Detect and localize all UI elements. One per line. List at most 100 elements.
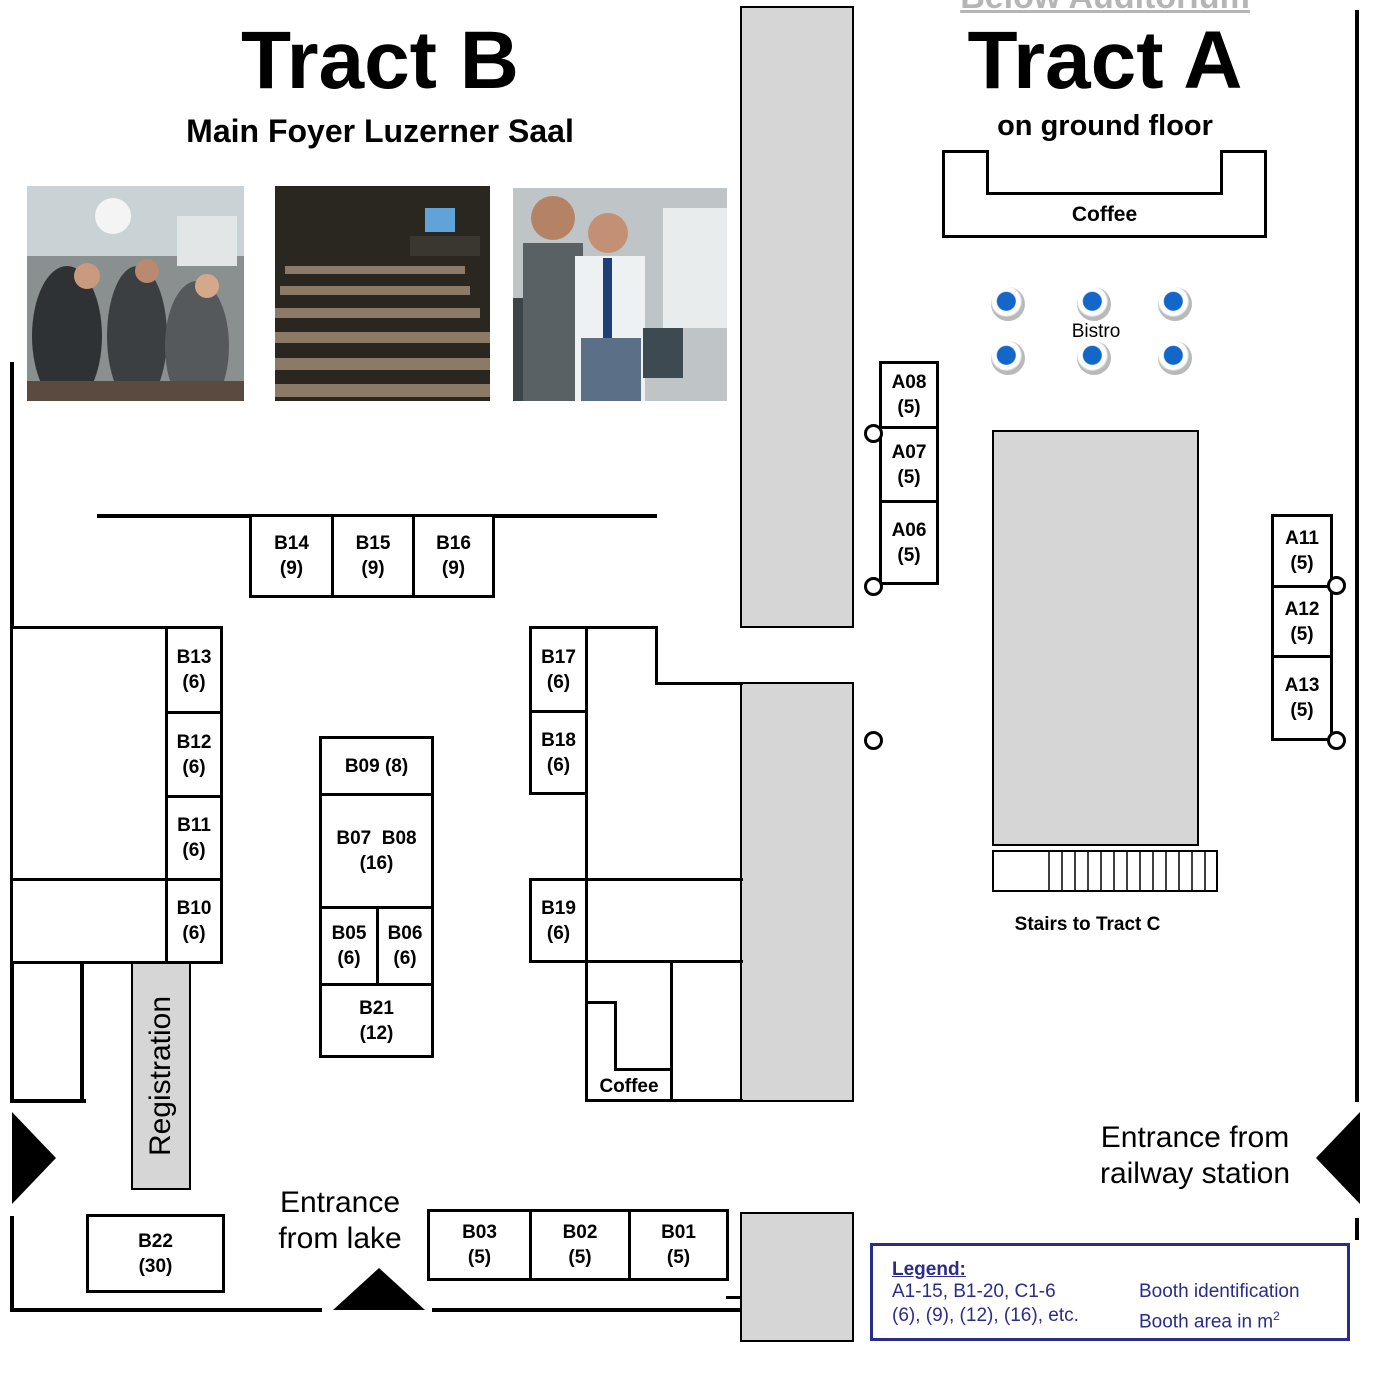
- booth-area: (12): [359, 1022, 394, 1044]
- entrance-lake-arrow[interactable]: [333, 1268, 425, 1310]
- coffee-counter: Coffee: [986, 192, 1223, 238]
- booth-id: B14: [274, 533, 309, 554]
- booth-B12[interactable]: B12 (6): [165, 711, 223, 798]
- booth-id: A12: [1284, 598, 1320, 620]
- booth-area: (5): [568, 1247, 592, 1268]
- booth-id: B12: [176, 731, 212, 753]
- booth-area: (9): [441, 558, 466, 579]
- coffee-step-3: [614, 1068, 672, 1071]
- booth-area: (30): [138, 1255, 173, 1277]
- booth-B22[interactable]: B22 (30): [86, 1214, 225, 1293]
- entrance-right-arrow[interactable]: [1316, 1112, 1360, 1204]
- tract-b-title: Tract B: [241, 15, 519, 106]
- booth-id: B03: [462, 1222, 497, 1243]
- booth-B17[interactable]: B17 (6): [529, 626, 588, 713]
- booth-id: B09 (8): [344, 755, 409, 777]
- coffee-counter-right: [1220, 150, 1267, 238]
- booth-area: (5): [897, 397, 921, 418]
- booth-B05[interactable]: B05 (6): [319, 906, 379, 986]
- booth-area: (6): [546, 754, 571, 776]
- booth-id: B10: [176, 898, 212, 919]
- booth-id: B11: [177, 815, 211, 836]
- booth-B13[interactable]: B13 (6): [165, 626, 223, 714]
- booth-A07[interactable]: A07 (5): [879, 426, 939, 503]
- booth-B01[interactable]: B01 (5): [628, 1209, 729, 1281]
- right-wall-lower: [1355, 1218, 1359, 1240]
- booth-B07-B08[interactable]: B07 B08 (16): [319, 793, 434, 909]
- booth-B06[interactable]: B06 (6): [376, 906, 434, 986]
- booth-id: B16: [436, 533, 471, 554]
- column-marker: [1327, 576, 1346, 595]
- booth-A06[interactable]: A06 (5): [879, 500, 939, 585]
- bistro-table-2: [1077, 287, 1111, 321]
- column-marker: [864, 577, 883, 596]
- booth-id: B13: [176, 647, 212, 668]
- entrance-railway-label: Entrance from railway station: [1099, 1121, 1291, 1190]
- booth-area: (5): [467, 1247, 492, 1268]
- booth-B19[interactable]: B19 (6): [529, 878, 588, 963]
- atrium-void: [992, 430, 1199, 846]
- legend-desc: Booth identification: [1139, 1281, 1300, 1302]
- booth-id: A08: [891, 372, 927, 393]
- left-corridor-wall: [80, 961, 84, 1101]
- bistro-label: Bistro: [1071, 321, 1121, 342]
- entrance-left-arrow[interactable]: [12, 1112, 56, 1204]
- booth-area: (5): [1290, 553, 1314, 574]
- booth-B09[interactable]: B09 (8): [319, 736, 434, 796]
- booth-id: A11: [1285, 528, 1319, 549]
- tract-b-subtitle: Main Foyer Luzerner Saal: [186, 113, 574, 149]
- registration-label: Registration: [144, 995, 177, 1157]
- booth-A08[interactable]: A08 (5): [879, 361, 939, 429]
- booth-id: A06: [891, 519, 927, 541]
- inner-wall-f: [585, 960, 743, 963]
- booth-B16[interactable]: B16 (9): [412, 514, 495, 598]
- inner-wall-a: [586, 626, 658, 629]
- top-link[interactable]: Below Auditorium: [935, 0, 1275, 14]
- b01-ledge: [726, 1296, 742, 1299]
- booth-B03[interactable]: B03 (5): [427, 1209, 532, 1281]
- auditorium-photo: [275, 186, 490, 401]
- inner-wall-d: [585, 626, 588, 1102]
- booth-A13[interactable]: A13 (5): [1271, 655, 1333, 741]
- booth-B02[interactable]: B02 (5): [529, 1209, 631, 1281]
- booth-area: (5): [1290, 623, 1314, 645]
- exhibition-crowd-photo: [27, 186, 244, 401]
- booth-area: (16): [359, 853, 394, 874]
- booth-A12[interactable]: A12 (5): [1271, 585, 1333, 658]
- booth-id: B15: [355, 533, 391, 554]
- central-pillar-lower: [740, 682, 854, 1102]
- inner-wall-c: [655, 682, 743, 685]
- legend-title: Legend:: [892, 1259, 966, 1280]
- booth-area: (6): [393, 948, 417, 969]
- booth-id: A07: [891, 441, 927, 463]
- legend-desc-sup: 2: [1273, 1309, 1280, 1323]
- inner-wall-e: [585, 878, 743, 881]
- bistro-table-6: [1158, 341, 1192, 375]
- booth-B10[interactable]: B10 (6): [165, 878, 223, 964]
- booth-B14[interactable]: B14 (9): [249, 514, 334, 598]
- booth-B18[interactable]: B18 (6): [529, 710, 588, 795]
- right-wall-upper: [1355, 10, 1359, 1102]
- booth-area: (6): [546, 671, 571, 693]
- central-pillar-upper: [740, 6, 854, 628]
- booth-id: B06: [387, 923, 423, 944]
- booth-B15[interactable]: B15 (9): [331, 514, 415, 598]
- booth-B11[interactable]: B11 (6): [165, 795, 223, 881]
- booth-B21[interactable]: B21 (12): [319, 983, 434, 1058]
- booth-A11[interactable]: A11 (5): [1271, 514, 1333, 588]
- column-marker: [864, 731, 883, 750]
- booth-id: B07 B08: [336, 828, 417, 849]
- booth-id: B02: [562, 1222, 598, 1243]
- booth-area: (5): [897, 466, 921, 488]
- booth-area: (5): [897, 544, 921, 566]
- coffee-step-2: [614, 1001, 617, 1071]
- coffee-b-label: Coffee: [599, 1076, 659, 1097]
- central-pillar-bottom: [740, 1212, 854, 1342]
- booth-conversation-photo: [513, 188, 727, 401]
- legend-row: A1-15, B1-20, C1-6 Booth identification: [892, 1280, 1347, 1304]
- booth-area: (9): [279, 558, 304, 579]
- booth-area: (6): [182, 923, 206, 944]
- stairs-to-tract-c[interactable]: [992, 850, 1218, 892]
- column-marker: [864, 424, 883, 443]
- bistro-table-5: [1077, 341, 1111, 375]
